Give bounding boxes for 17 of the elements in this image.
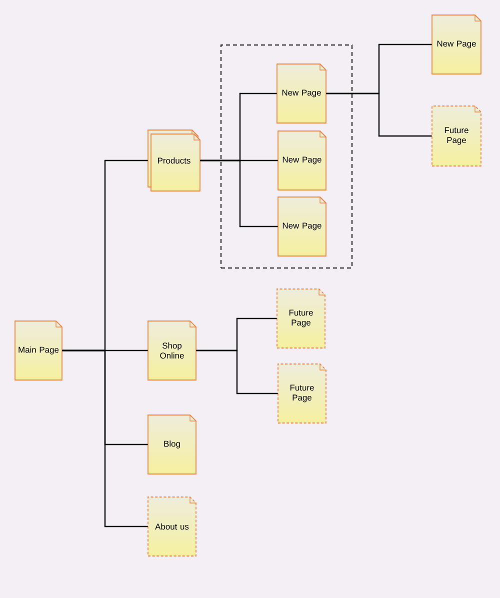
connector-line: [200, 160, 278, 228]
page-box: Shop Online: [148, 320, 196, 380]
connector-line: [196, 350, 278, 394]
connector-line: [326, 92, 432, 137]
page-box: New Page: [432, 14, 482, 74]
group-box: [220, 44, 352, 268]
page-box: About us: [148, 496, 196, 556]
page-box: Future Page: [278, 364, 326, 424]
page-box: Main Page: [14, 320, 62, 380]
page-box: New Page: [278, 196, 326, 256]
connector-line: [62, 350, 148, 528]
page-box: New Page: [278, 130, 326, 190]
page-box: New Page: [276, 64, 326, 124]
page-box: Future Page: [432, 106, 482, 166]
page-box: Blog: [148, 414, 196, 474]
page-box: Future Page: [276, 288, 326, 348]
stacked-page-box: Products: [148, 130, 200, 192]
